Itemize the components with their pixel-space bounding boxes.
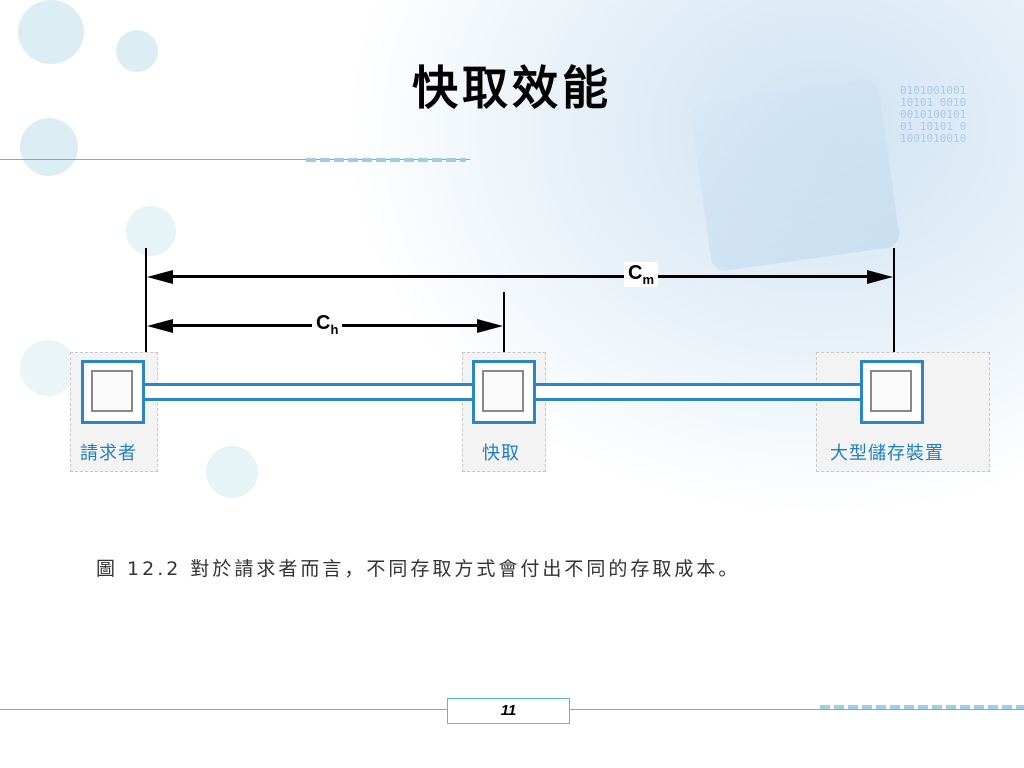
connection-bus-requester-cache: [145, 383, 475, 401]
page-number: 11: [447, 698, 570, 724]
decorative-bubble: [20, 118, 78, 176]
header-rule: [0, 159, 470, 160]
node-label-cache: 快取: [478, 439, 524, 465]
slide-title: 快取效能: [412, 61, 612, 115]
arrowhead-left-icon: [147, 270, 173, 284]
dimension-subscript: m: [642, 272, 655, 287]
node-label-storage: 大型儲存裝置: [826, 439, 948, 465]
arrowhead-right-icon: [477, 319, 503, 333]
node-label-requester: 請求者: [76, 439, 141, 465]
figure-caption: 圖 12.2 對於請求者而言，不同存取方式會付出不同的存取成本。: [96, 558, 741, 580]
dimension-symbol: C: [628, 262, 643, 284]
decorative-bubble: [20, 340, 76, 396]
background-binary-text: 0101001001 10101 0010 0010100101 01 1010…: [900, 84, 967, 145]
node-storage: [860, 360, 924, 424]
connection-bus-cache-storage: [535, 383, 865, 401]
arrowhead-left-icon: [147, 319, 173, 333]
dimension-tick-cache: [503, 292, 505, 356]
footer-rule-dots: [820, 705, 1024, 709]
dimension-tick-requester: [145, 248, 147, 356]
dimension-symbol: C: [316, 312, 331, 334]
dimension-line-cm: [170, 275, 872, 278]
node-requester-inner: [91, 370, 133, 412]
node-cache-inner: [482, 370, 524, 412]
dimension-subscript: h: [330, 322, 339, 337]
decorative-bubble: [18, 0, 84, 64]
node-cache: [472, 360, 536, 424]
decorative-bubble: [116, 30, 158, 72]
dimension-label-ch: Ch: [312, 312, 343, 337]
node-requester: [81, 360, 145, 424]
header-rule-dots: [306, 158, 466, 162]
dimension-tick-storage: [893, 248, 895, 356]
dimension-label-cm: Cm: [624, 262, 659, 287]
decorative-bubble: [126, 206, 176, 256]
arrowhead-right-icon: [867, 270, 893, 284]
node-storage-inner: [870, 370, 912, 412]
decorative-bubble: [206, 446, 258, 498]
